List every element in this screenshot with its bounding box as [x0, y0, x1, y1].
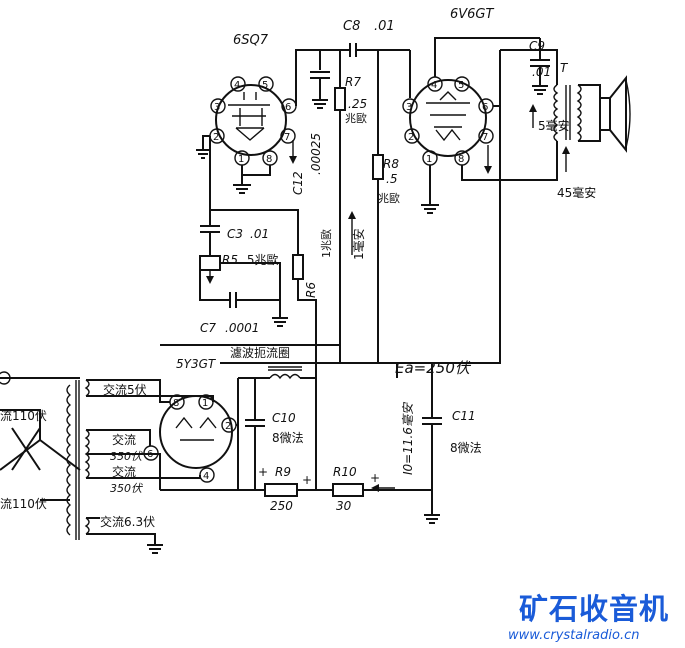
plate-current-5ma: 5毫安	[538, 118, 570, 133]
ac-350v-a-value: 350伏	[110, 450, 143, 463]
svg-text:4: 4	[234, 80, 240, 91]
ac-350v-b-label: 交流	[112, 464, 136, 479]
svg-text:2: 2	[225, 421, 231, 432]
c10-value: 8微法	[272, 431, 304, 445]
pin-8-6sq7: 8	[262, 150, 278, 166]
pin-1-6sq7: 1	[234, 150, 250, 166]
c11-value: 8微法	[450, 441, 482, 455]
volume-network: C3 .01 R5 .5兆歐 C7 .0001 R6 1兆歐	[199, 136, 333, 490]
svg-text:1: 1	[238, 154, 244, 165]
output-stage: C9 .01 T 5毫安 45毫安	[500, 38, 631, 200]
pin-3-6v6gt: 3	[402, 98, 418, 114]
tube-6v6gt-label: 6V6GT	[450, 7, 495, 22]
pin-7-6v6gt: 7	[478, 128, 494, 144]
pin-8-6v6gt: 8	[454, 150, 470, 166]
svg-text:1: 1	[202, 398, 208, 409]
plus-sign-1: +	[302, 473, 312, 487]
c9-value: .01	[532, 65, 551, 79]
tube-5y3gt-label: 5Y3GT	[176, 357, 217, 371]
svg-text:3: 3	[214, 102, 220, 113]
svg-text:2: 2	[408, 132, 414, 143]
svg-text:5: 5	[458, 80, 464, 91]
svg-text:6: 6	[482, 102, 488, 113]
ac-5v-label: 交流5伏	[103, 382, 147, 397]
plus-sign-2: +	[370, 471, 380, 485]
c12-label: C12	[291, 171, 305, 195]
current-1ma: 1毫安	[351, 228, 366, 260]
pin-5-6sq7: 5	[258, 76, 274, 92]
svg-text:7: 7	[284, 132, 290, 143]
pin-8-5y3gt: 8	[169, 394, 185, 410]
r8-value: .5	[386, 172, 397, 186]
pin-5-6v6gt: 5	[454, 76, 470, 92]
i0-label: I0=11.6毫安	[401, 401, 415, 475]
watermark-title: 矿石收音机	[519, 592, 670, 626]
tube-6sq7-label: 6SQ7	[233, 33, 269, 48]
r8-label: R8	[383, 157, 399, 171]
r6-value: 1兆歐	[319, 229, 333, 258]
r8-unit: 兆歐	[378, 191, 400, 205]
svg-text:4: 4	[203, 471, 209, 482]
watermark-url: www.crystalradio.cn	[508, 628, 640, 643]
c3-label: C3	[227, 227, 243, 241]
r10-value: 30	[336, 499, 352, 513]
ac-350v-b-value: 350伏	[110, 482, 143, 495]
t1-label: T	[560, 61, 569, 75]
r10-label: R10	[333, 465, 357, 479]
mains-label-2: 流110伏	[0, 497, 47, 511]
tube-6sq7: 6SQ7 4 5 3 6 2 7 1 8	[196, 33, 297, 194]
power-supply: 濾波扼流圈 Ea=250伏 5Y3GT 8 1 2 6 4 C10 8微法 R9…	[143, 180, 501, 524]
r7-unit: 兆歐	[345, 111, 367, 125]
ea-label: Ea=250伏	[395, 359, 472, 377]
c7-value: .0001	[225, 321, 259, 335]
svg-text:6: 6	[285, 102, 291, 113]
ac-350v-a-label: 交流	[112, 432, 136, 447]
pin-4-5y3gt: 4	[199, 467, 215, 483]
svg-text:7: 7	[482, 132, 488, 143]
plus-sign-3: +	[258, 465, 268, 479]
pin-1-5y3gt: 1	[198, 394, 214, 410]
pin-7-6sq7: 7	[280, 128, 296, 144]
pin-3-6sq7: 3	[210, 98, 226, 114]
c7-label: C7	[200, 321, 216, 335]
c8-label: C8	[343, 19, 360, 34]
r7-value: .25	[348, 97, 367, 111]
r9-label: R9	[275, 465, 291, 479]
pin-6-6sq7: 6	[281, 98, 297, 114]
svg-text:1: 1	[426, 154, 432, 165]
power-transformer: 流110伏 流110伏 交流5伏 交流 350伏 交流 350伏 交流6.3伏	[0, 371, 214, 554]
pin-6-6v6gt: 6	[478, 98, 494, 114]
svg-text:2: 2	[213, 132, 219, 143]
svg-text:3: 3	[406, 102, 412, 113]
c10-label: C10	[272, 411, 296, 425]
r6-label: R6	[304, 282, 318, 298]
pin-4-6v6gt: 4	[427, 76, 443, 92]
svg-text:5: 5	[262, 80, 268, 91]
mains-label-1: 流110伏	[0, 409, 47, 423]
pin-2-5y3gt: 2	[221, 417, 237, 433]
svg-text:4: 4	[431, 80, 437, 91]
tube-6v6gt: 6V6GT 4 5 3 6 2 7 1 8	[402, 7, 540, 214]
r5-label: R5	[222, 253, 238, 267]
r9-value: 250	[270, 499, 293, 513]
pin-2-6sq7: 2	[209, 128, 225, 144]
svg-text:8: 8	[173, 398, 179, 409]
pin-4-6sq7: 4	[230, 76, 246, 92]
c8-value: .01	[374, 19, 395, 34]
c3-value: .01	[250, 227, 269, 241]
ac-6.3v-label: 交流6.3伏	[100, 514, 155, 529]
pin-1-6v6gt: 1	[422, 150, 438, 166]
coupling-network: C8 .01 C12 .00025 R7 .25 兆歐 1毫安 R8 .5 兆歐	[291, 19, 410, 300]
speaker-current: 45毫安	[557, 185, 596, 200]
c11-label: C11	[452, 409, 476, 423]
r7-label: R7	[345, 75, 361, 89]
svg-text:8: 8	[266, 154, 272, 165]
svg-text:8: 8	[458, 154, 464, 165]
r5-value: .5兆歐	[243, 252, 278, 267]
pin-2-6v6gt: 2	[404, 128, 420, 144]
filter-choke-label: 濾波扼流圈	[230, 345, 290, 360]
c12-value: .00025	[309, 133, 323, 175]
